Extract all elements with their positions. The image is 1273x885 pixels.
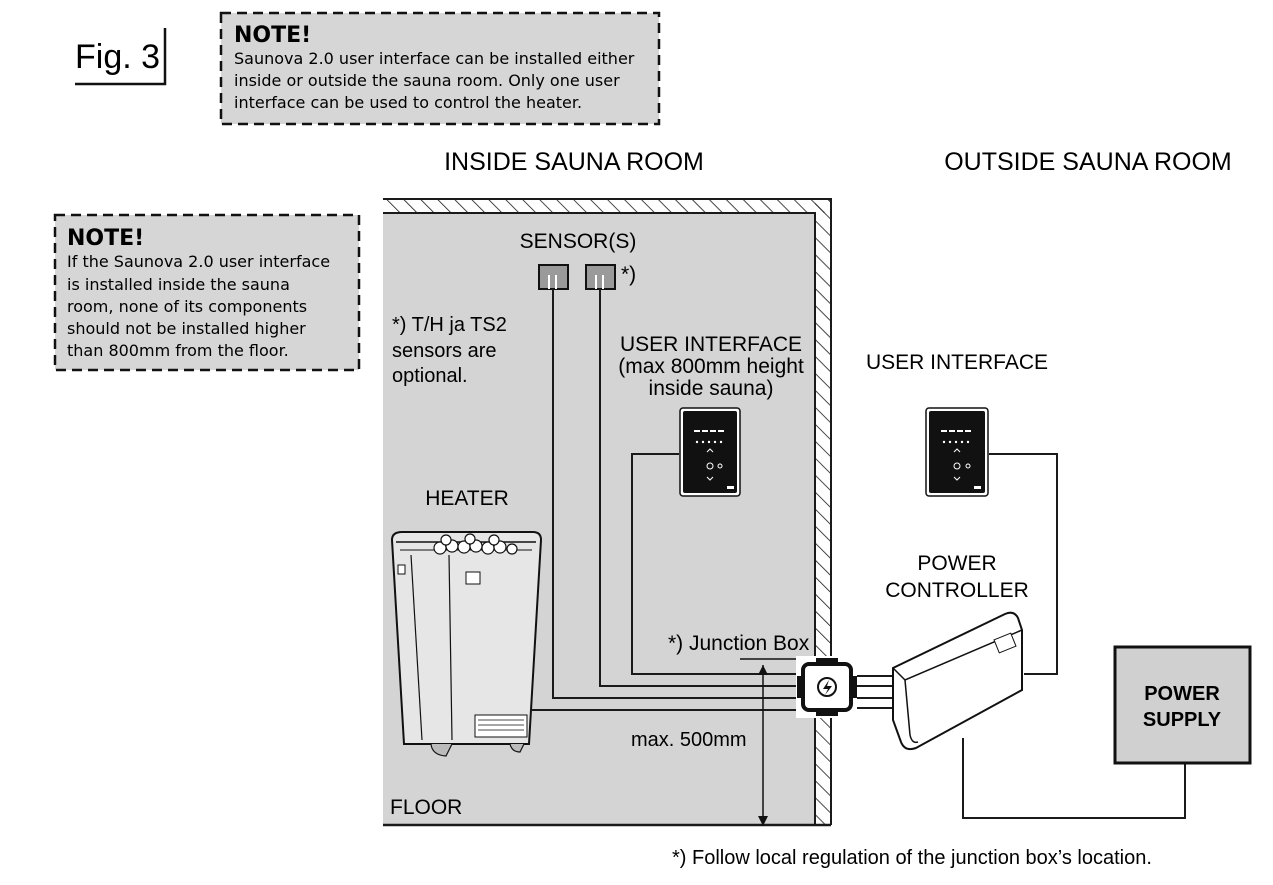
ui-outside-label: USER INTERFACE xyxy=(866,351,1048,374)
figure-label: Fig. 3 xyxy=(75,38,160,76)
figure-label-box: Fig. 3 xyxy=(75,28,167,86)
note-left-line-3: room, none of its components xyxy=(67,297,307,316)
ui-panel-inside xyxy=(679,407,741,497)
junction-box-label: *) Junction Box xyxy=(668,632,810,655)
floor-label: FLOOR xyxy=(390,796,462,819)
sensors-label: SENSOR(S) xyxy=(520,230,637,253)
ui-panel-outside xyxy=(925,407,989,497)
ui-inside-label-1: USER INTERFACE xyxy=(620,333,802,356)
note-top-line-2: inside or outside the sauna room. Only o… xyxy=(234,71,620,90)
wires-inside xyxy=(531,289,798,711)
note-left: NOTE! If the Saunova 2.0 user interface … xyxy=(53,213,361,372)
ui-inside-label-2: (max 800mm height xyxy=(618,355,804,378)
heading-inside-sauna-room: INSIDE SAUNA ROOM xyxy=(444,148,704,176)
sensor-1 xyxy=(538,264,569,290)
note-top: NOTE! Saunova 2.0 user interface can be … xyxy=(219,11,661,126)
note-top-line-3: interface can be used to control the hea… xyxy=(234,93,582,112)
note-left-line-4: should not be installed higher xyxy=(67,319,306,338)
ceiling-wall xyxy=(383,199,831,213)
power-supply-label-1: POWER xyxy=(1144,683,1220,705)
right-wall xyxy=(815,199,831,825)
note-left-title: NOTE! xyxy=(67,226,144,251)
note-left-line-1: If the Saunova 2.0 user interface xyxy=(67,252,330,271)
power-supply: POWER SUPPLY xyxy=(1113,645,1252,765)
power-controller-label-1: POWER xyxy=(917,552,996,575)
ui-inside-label-3: inside sauna) xyxy=(649,377,774,400)
heater-label: HEATER xyxy=(425,487,509,510)
optional-note-line-3: optional. xyxy=(392,365,468,387)
note-top-title: NOTE! xyxy=(234,23,311,48)
lightning-icon xyxy=(823,680,832,695)
wires-outside xyxy=(857,453,1186,819)
note-top-line-1: Saunova 2.0 user interface can be instal… xyxy=(234,49,635,68)
optional-note-line-1: *) T/H ja TS2 xyxy=(392,314,507,336)
sensor-2 xyxy=(585,264,616,290)
power-supply-label-2: SUPPLY xyxy=(1143,709,1222,731)
heading-outside-sauna-room: OUTSIDE SAUNA ROOM xyxy=(944,148,1232,176)
footnote: *) Follow local regulation of the juncti… xyxy=(672,847,1152,869)
height-dimension xyxy=(758,665,768,826)
note-left-line-2: is installed inside the sauna xyxy=(67,275,290,294)
power-controller xyxy=(892,611,1023,751)
note-left-line-5: than 800mm from the floor. xyxy=(67,341,289,360)
sensor-asterisk: *) xyxy=(621,263,636,286)
heater xyxy=(390,531,543,757)
power-controller-label-2: CONTROLLER xyxy=(885,579,1029,602)
junction-box xyxy=(796,656,858,718)
max-height-label: max. 500mm xyxy=(631,729,747,751)
optional-note-line-2: sensors are xyxy=(392,340,497,362)
